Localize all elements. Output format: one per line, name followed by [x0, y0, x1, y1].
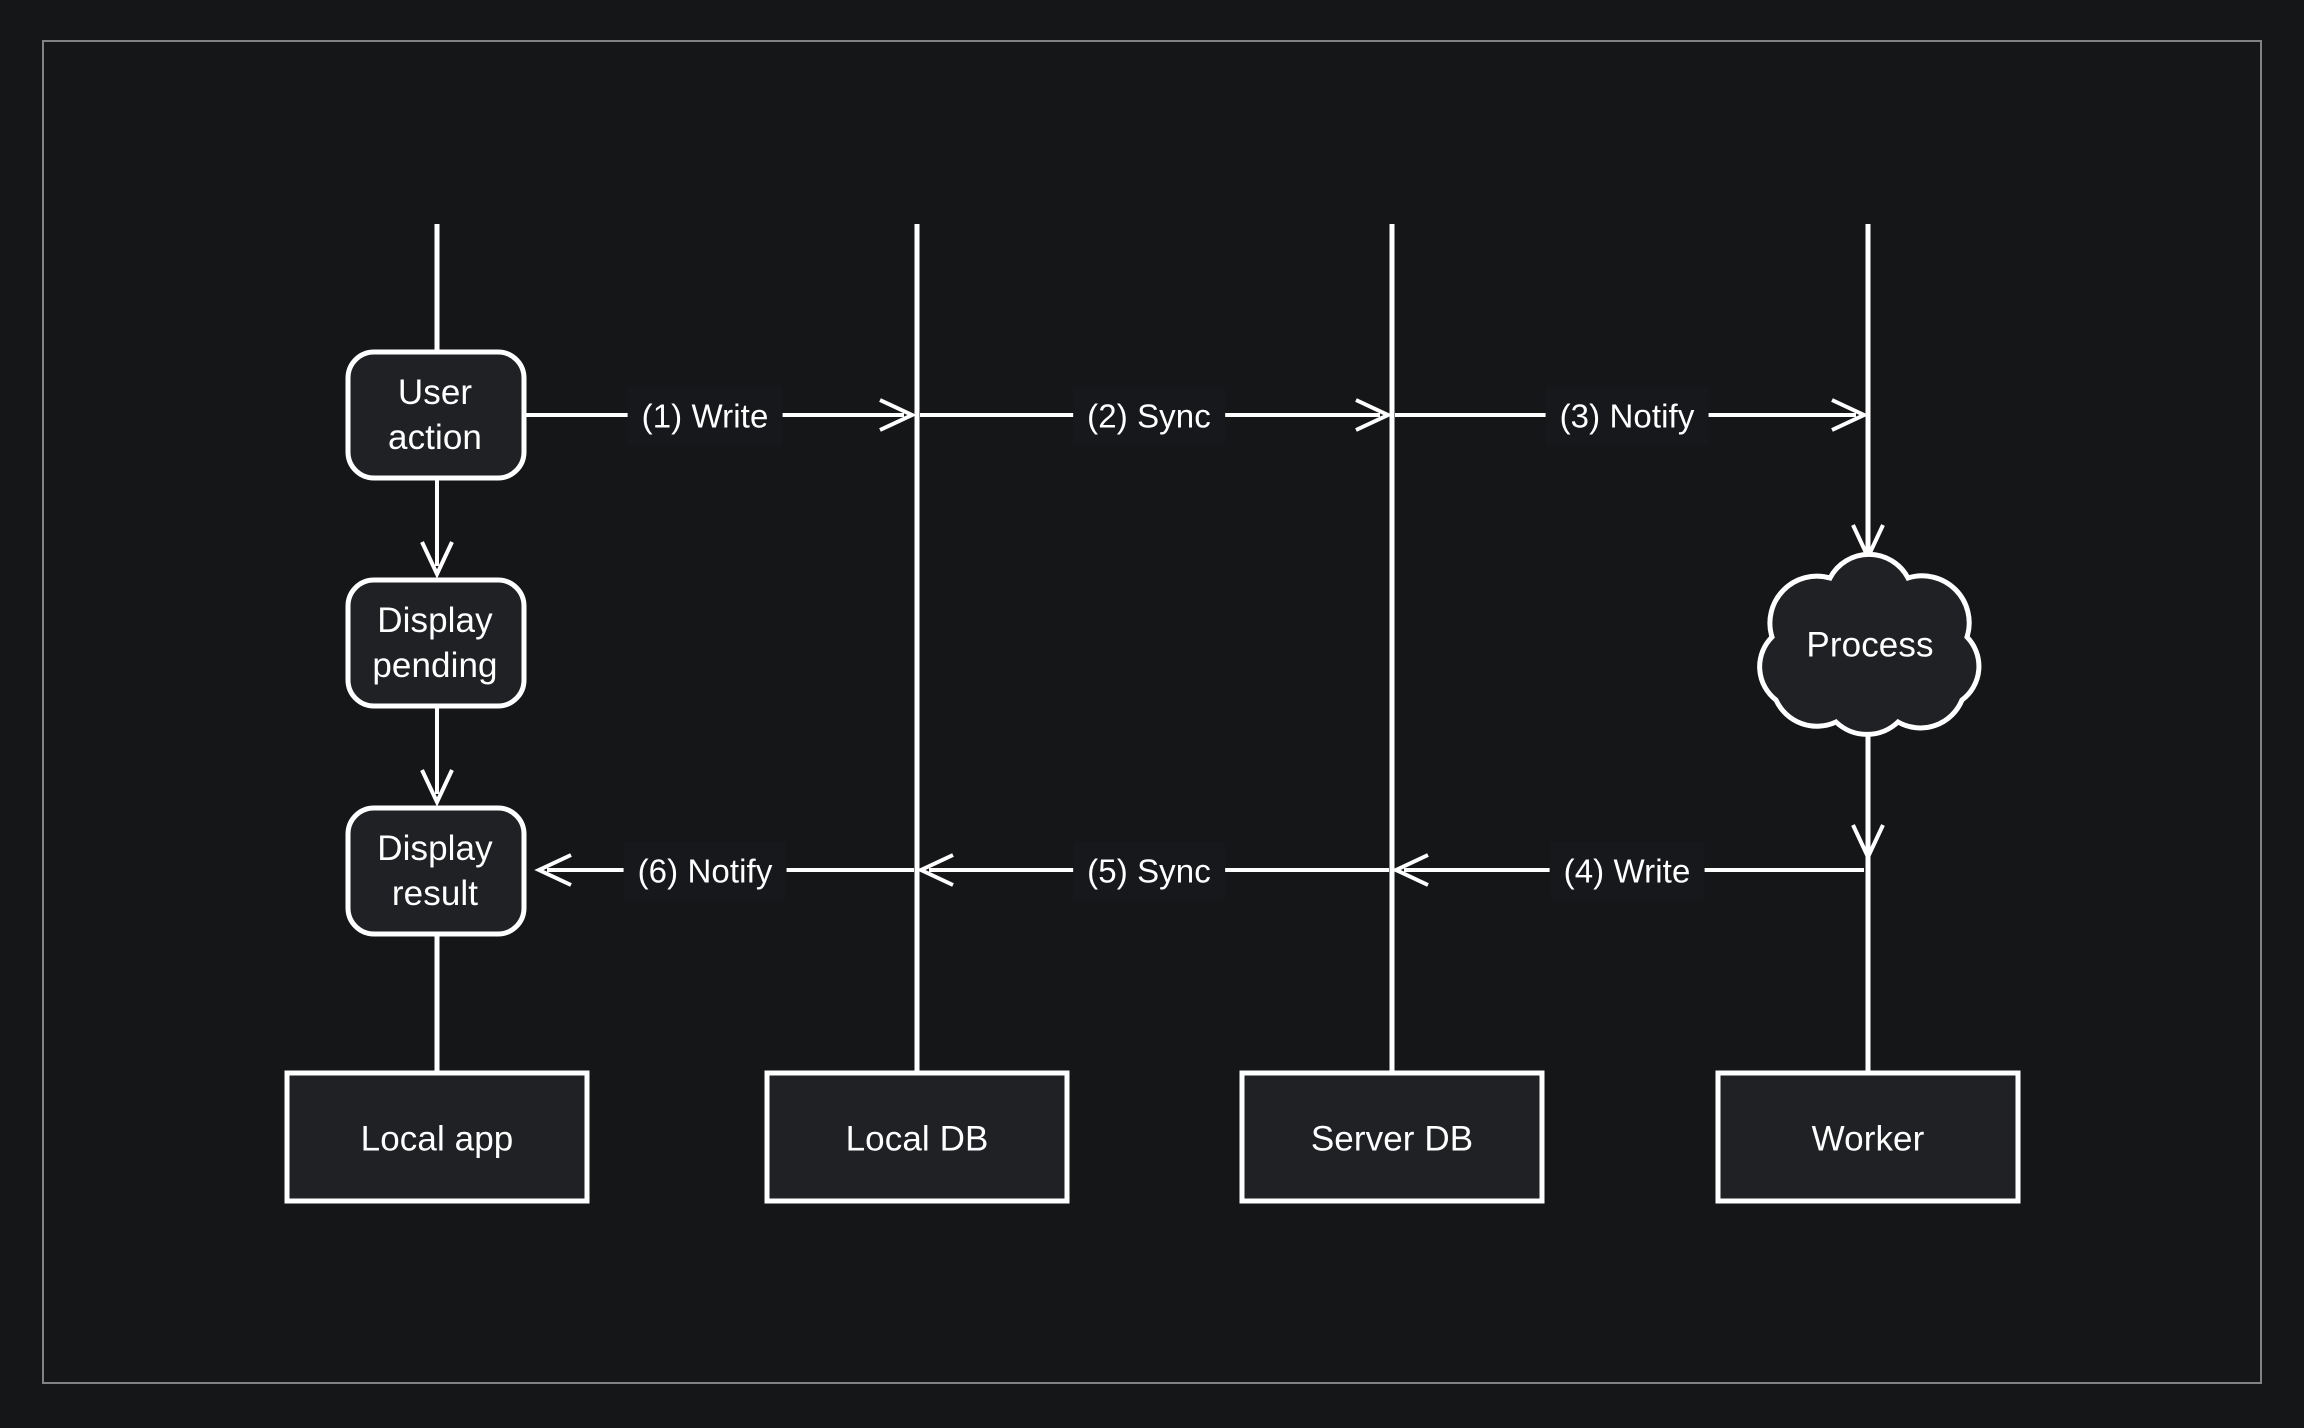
node-shape-process-cloud[interactable]: [1757, 551, 1982, 737]
participant-box-local-app[interactable]: [284, 1070, 590, 1204]
node-shape-user-action[interactable]: [345, 349, 527, 481]
edge-label-msg-3: (3) Notify: [1545, 387, 1709, 445]
edge-label-msg-1: (1) Write: [627, 387, 783, 445]
node-shape-display-pending[interactable]: [345, 577, 527, 709]
edge-label-msg-4: (4) Write: [1549, 842, 1705, 900]
arrowhead-msg-5: [916, 853, 954, 887]
edge-label-msg-5: (5) Sync: [1073, 842, 1225, 900]
arrowhead-msg-3: [1831, 398, 1869, 432]
arrowhead-display-pending-to-display-result: [420, 769, 454, 807]
arrowhead-msg-1: [879, 398, 917, 432]
participant-box-local-db[interactable]: [764, 1070, 1070, 1204]
arrowhead-msg-2: [1355, 398, 1393, 432]
participant-box-server-db[interactable]: [1239, 1070, 1545, 1204]
node-shape-display-result[interactable]: [345, 805, 527, 937]
edge-label-msg-6: (6) Notify: [623, 842, 787, 900]
edge-label-msg-2: (2) Sync: [1073, 387, 1225, 445]
participant-box-worker[interactable]: [1715, 1070, 2021, 1204]
arrowhead-user-action-to-display-pending: [420, 541, 454, 579]
arrowhead-msg-6: [534, 853, 572, 887]
arrowhead-process-to-write: [1851, 824, 1885, 862]
arrowhead-msg-4: [1391, 853, 1429, 887]
